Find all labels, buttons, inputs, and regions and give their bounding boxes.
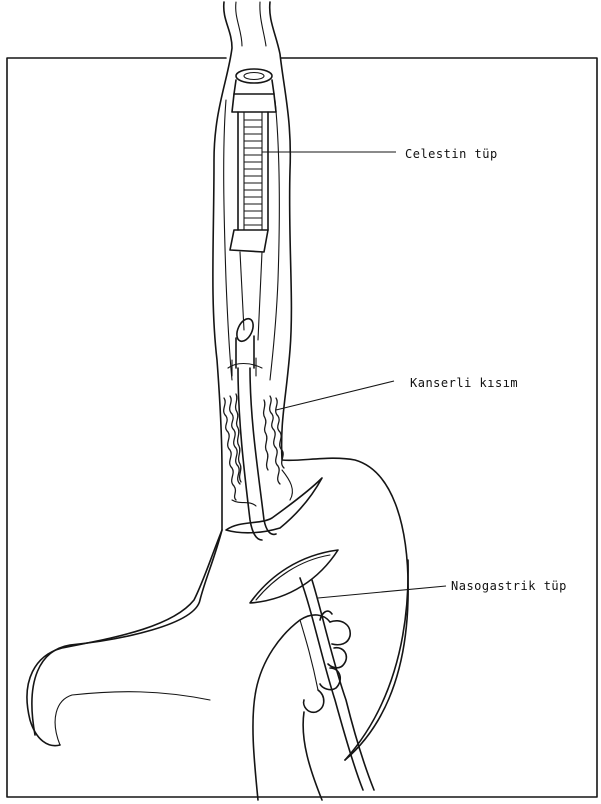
celestin-tube [230,69,276,340]
label-cancerous-section: Kanserli kısım [410,376,518,390]
label-celestin-tube: Celestin tüp [405,147,498,161]
tube-ribbing [244,120,262,225]
diagram-frame [7,58,597,797]
esophagus-wall [32,2,408,760]
label-nasogastric-tube: Nasogastrik tüp [451,579,567,593]
hand [253,611,350,800]
stomach [27,530,408,760]
cancerous-section [224,394,293,506]
leader-kanserli [276,381,394,410]
tube-tip [228,316,262,376]
nasogastric-tube [238,368,374,790]
gastrostomy-window [250,550,338,603]
leader-nasogastrik [318,586,446,598]
stomach-opening [226,478,322,533]
